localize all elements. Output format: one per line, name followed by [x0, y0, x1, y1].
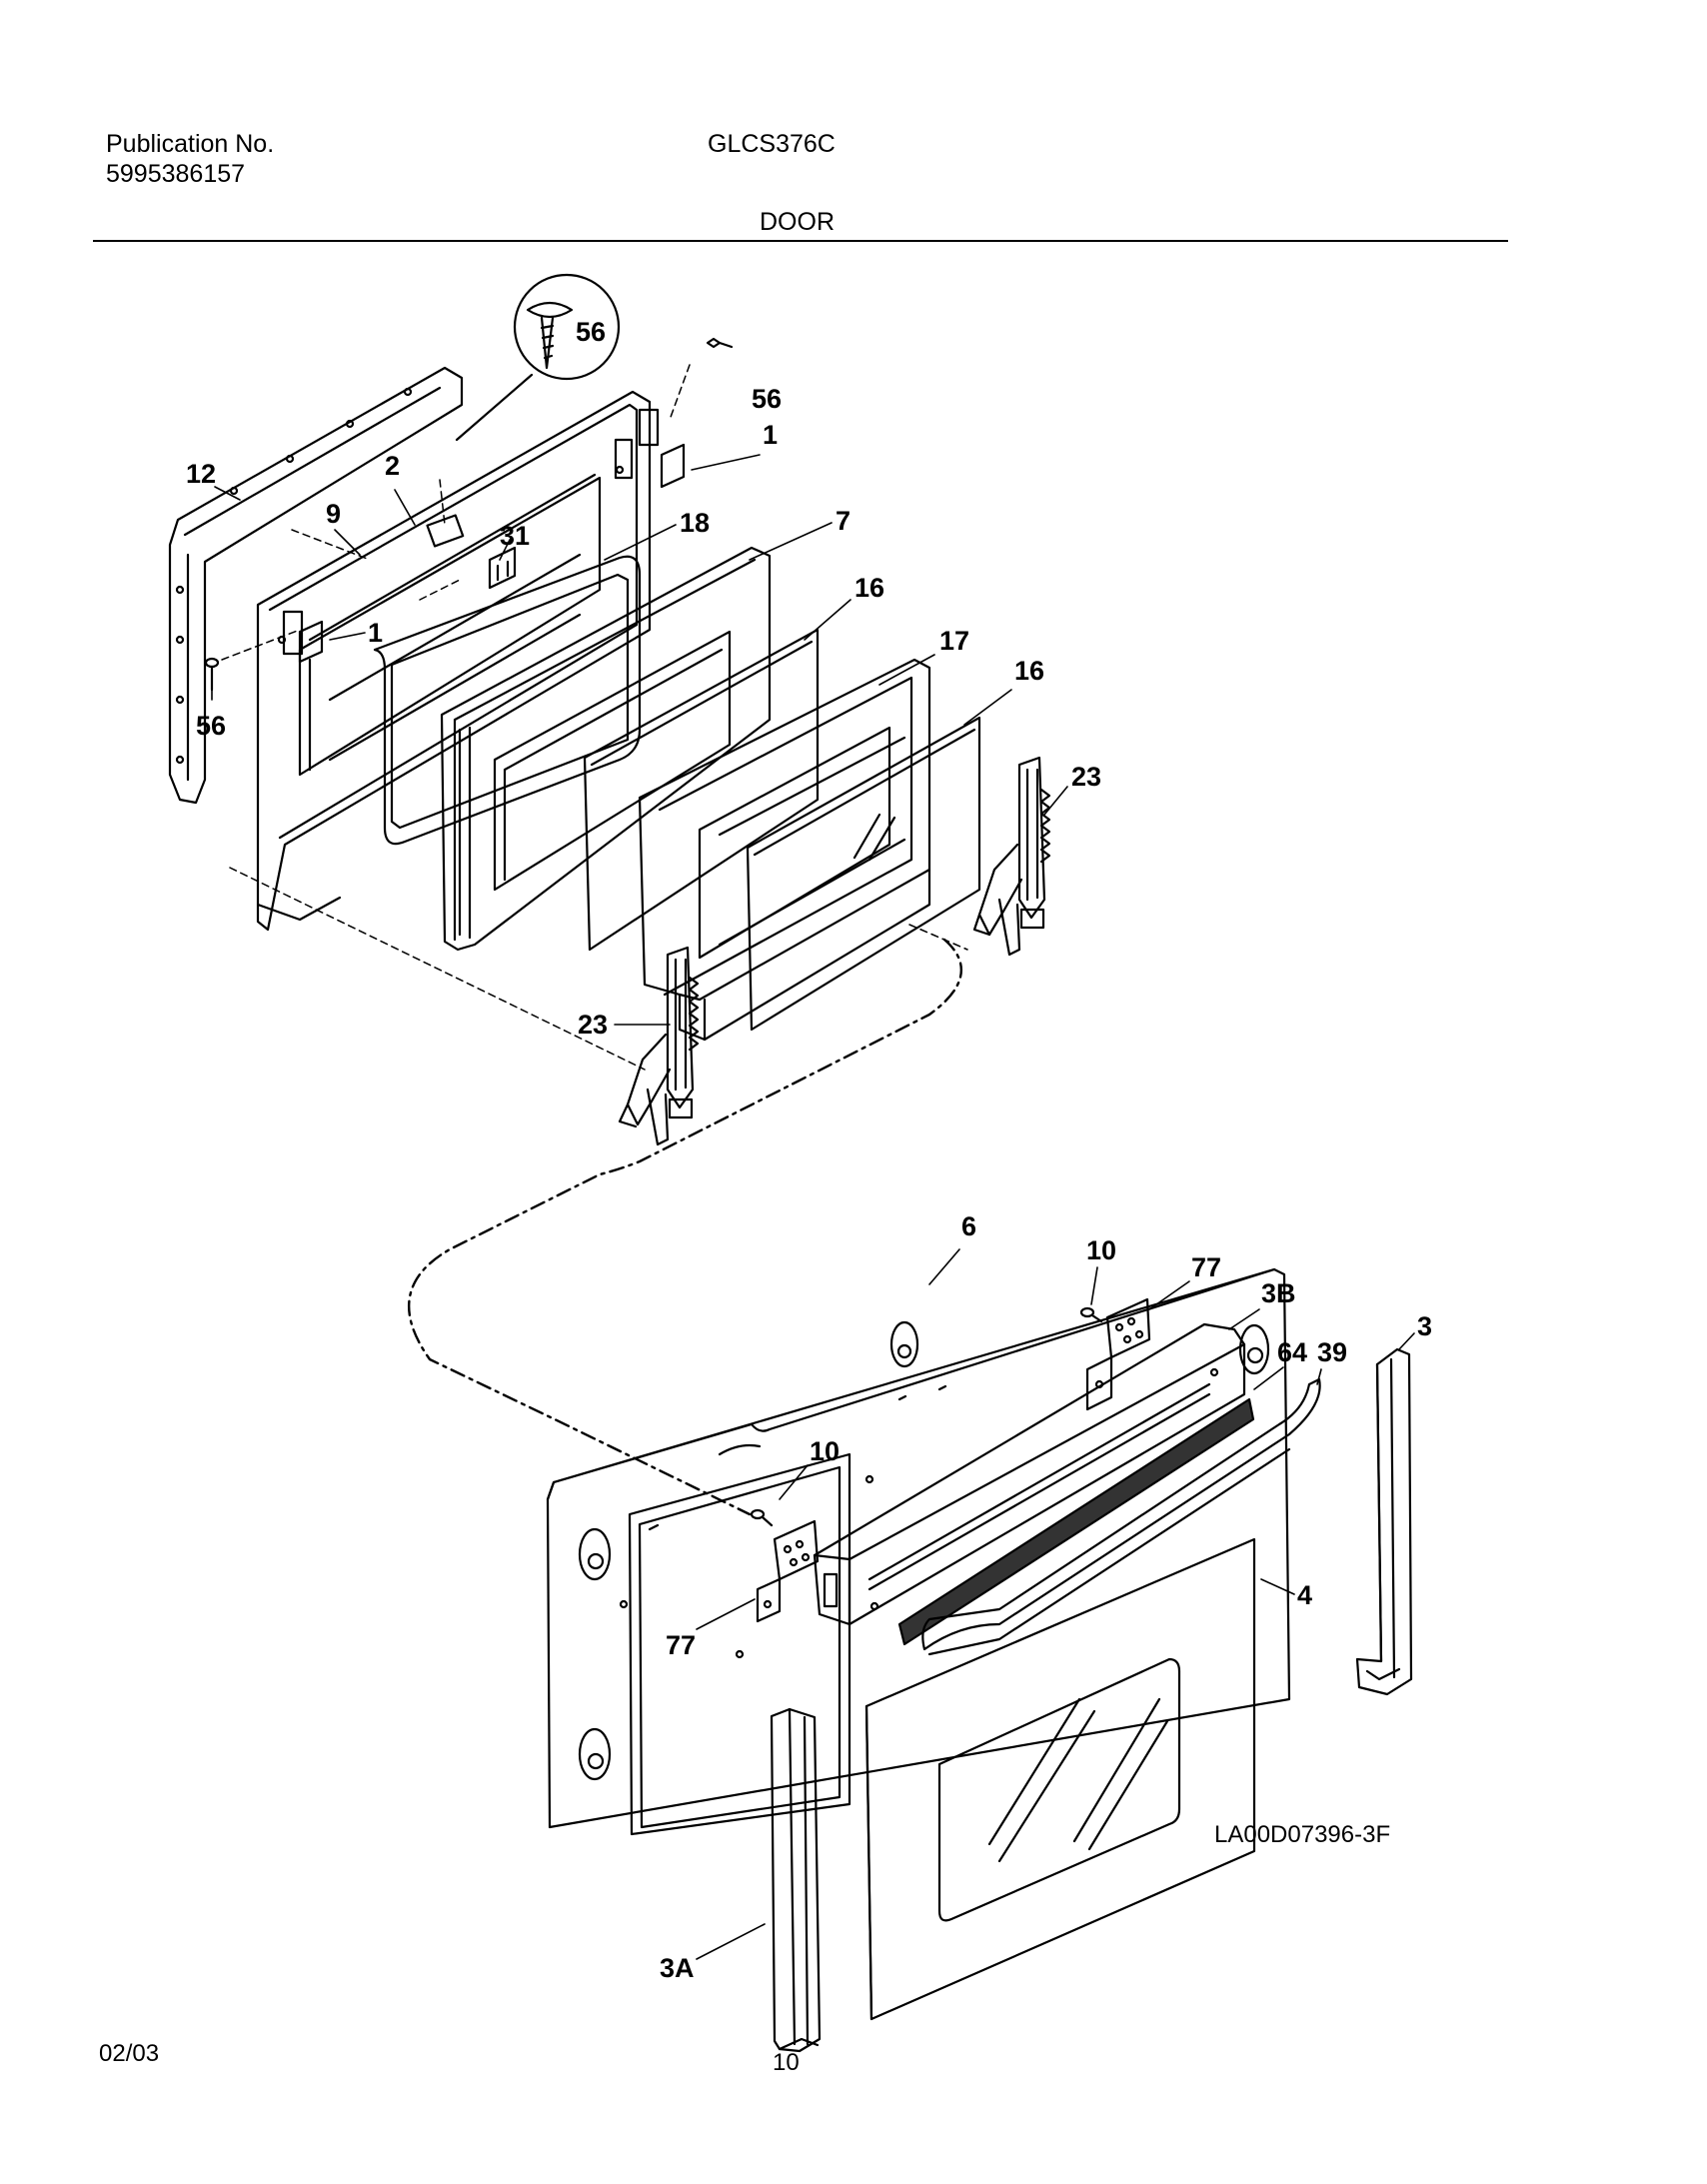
hinge-bracket-77-top [1085, 1297, 1151, 1411]
callout-56-detail: 56 [576, 317, 606, 347]
publication-number: 5995386157 [106, 160, 246, 188]
screw-56-top [706, 337, 734, 349]
section-title: DOOR [760, 208, 835, 236]
callout-4: 4 [1297, 1580, 1312, 1610]
outer-door-part-4 [864, 1537, 1256, 2021]
callout-10-mid: 10 [810, 1436, 840, 1466]
callout-16-b: 16 [1014, 656, 1044, 686]
inner-panel-part-6 [546, 1267, 1291, 1836]
glass-panel-16-rear [746, 716, 981, 1032]
hinge-right-part-23 [972, 756, 1051, 957]
callout-56-top: 56 [752, 384, 782, 414]
publication-label: Publication No. [106, 130, 275, 158]
screw-10-mid [750, 1508, 774, 1527]
screw-10-top [1079, 1306, 1103, 1323]
callout-17: 17 [939, 626, 969, 656]
callout-12: 12 [186, 459, 216, 489]
clip-part-31 [488, 546, 517, 590]
glass-pack-part-17 [638, 658, 931, 1042]
seal-part-64 [897, 1397, 1255, 1646]
callout-56-left: 56 [196, 711, 226, 741]
glass-panel-16-front [583, 628, 820, 952]
publication-date: 02/03 [99, 2040, 160, 2067]
callout-9: 9 [326, 499, 341, 529]
callout-77-top: 77 [1191, 1252, 1221, 1282]
hinge-path-dashed [408, 938, 962, 1516]
insulation-frame-part-7 [440, 546, 772, 952]
callout-3: 3 [1417, 1311, 1432, 1341]
callout-7: 7 [836, 506, 851, 536]
callout-3A: 3A [660, 1953, 695, 1983]
header-rule [93, 240, 1508, 242]
callout-1-left: 1 [368, 618, 383, 648]
callout-39: 39 [1317, 1337, 1347, 1367]
callout-18: 18 [680, 508, 710, 538]
hinge-left-part-23 [618, 946, 700, 1146]
callout-23-right: 23 [1071, 762, 1101, 792]
handle-part-39 [921, 1377, 1321, 1656]
side-trim-part-3 [1355, 1347, 1413, 1696]
page-number: 10 [773, 2049, 800, 2076]
callout-23-left: 23 [578, 1010, 608, 1040]
callout-64: 64 [1277, 1337, 1307, 1367]
side-trim-part-3A [770, 1707, 822, 2053]
insulation-part-18 [373, 555, 642, 846]
callout-2: 2 [385, 451, 400, 481]
screw-detail-callout [455, 273, 621, 442]
door-gasket [168, 366, 464, 805]
callout-10-top: 10 [1086, 1235, 1116, 1265]
callout-6: 6 [961, 1211, 976, 1241]
callout-16-a: 16 [854, 573, 884, 603]
hinge-bracket-77-bottom [756, 1519, 820, 1623]
inner-door-liner [256, 390, 660, 932]
drawing-code: LA00D07396-3F [1214, 1821, 1391, 1848]
alignment-lines [221, 364, 968, 1071]
callout-1-top: 1 [763, 420, 778, 450]
callout-31: 31 [500, 521, 530, 551]
callout-3B: 3B [1261, 1278, 1296, 1308]
vent-duct-part-3B [813, 1322, 1246, 1626]
bracket-part-1-left [298, 620, 324, 664]
leader-lines [211, 454, 1415, 1960]
bracket-part-2 [426, 514, 465, 548]
bracket-part-1-top [660, 443, 686, 489]
screw-56-left [204, 657, 220, 692]
model-number: GLCS376C [708, 130, 836, 158]
callout-77-bottom: 77 [666, 1630, 696, 1660]
